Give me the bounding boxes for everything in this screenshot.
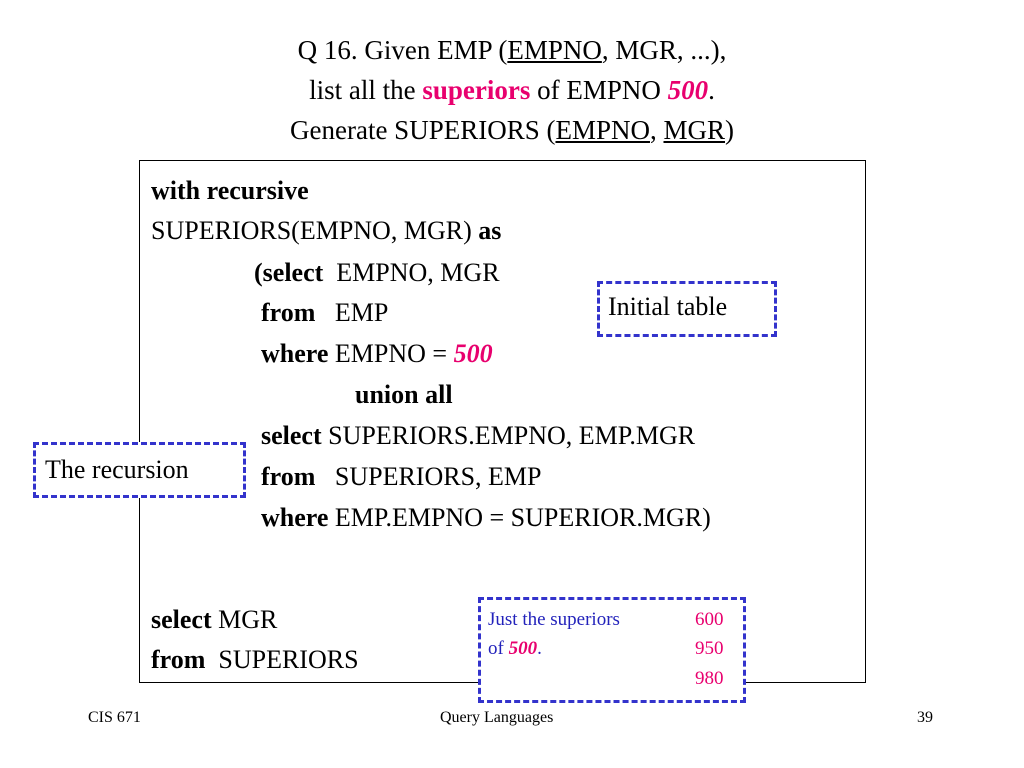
- title-text: ,: [649, 115, 664, 145]
- result-text: .: [537, 638, 542, 659]
- code-text: SUPERIORS(EMPNO, MGR): [151, 216, 479, 245]
- keyword: from: [261, 298, 316, 327]
- keyword: select: [151, 605, 212, 634]
- code-text: EMPNO, MGR: [323, 258, 500, 287]
- keyword: select: [261, 421, 322, 450]
- title-text: list all the: [309, 75, 423, 105]
- initial-table-callout: [597, 281, 777, 337]
- title-text: ): [725, 115, 734, 145]
- result-value: 950: [695, 638, 724, 659]
- code-line-2: SUPERIORS(EMPNO, MGR) as: [151, 216, 501, 246]
- code-text: EMPNO =: [328, 339, 454, 368]
- footer-topic: Query Languages: [440, 709, 554, 726]
- code-line-8: from SUPERIORS, EMP: [261, 462, 542, 492]
- keyword: where: [261, 503, 329, 532]
- result-description-line-2: of 500.: [488, 636, 542, 662]
- keyword: (: [254, 258, 263, 287]
- title-highlight-superiors: superiors: [422, 75, 531, 105]
- title-key-empno: EMPNO: [507, 35, 602, 65]
- result-text: of: [488, 638, 509, 659]
- code-text: SUPERIORS.EMPNO, EMP.MGR: [321, 421, 696, 450]
- code-line-5: where EMPNO = 500: [261, 339, 493, 369]
- code-line-9: where EMP.EMPNO = SUPERIOR.MGR): [261, 503, 711, 533]
- title-text: Generate SUPERIORS (: [290, 115, 556, 145]
- code-line-1: with recursive: [151, 176, 309, 206]
- code-value-500: 500: [453, 339, 493, 368]
- result-value-500: 500: [508, 638, 538, 659]
- code-text: MGR: [211, 605, 278, 634]
- title-text: .: [708, 75, 715, 105]
- footer-page-number: 39: [917, 709, 933, 726]
- result-callout: [478, 597, 746, 703]
- keyword: select: [262, 258, 324, 287]
- title-key-empno: EMPNO: [555, 115, 650, 145]
- code-line-7: select SUPERIORS.EMPNO, EMP.MGR: [261, 421, 695, 451]
- slide-title: Q 16. Given EMP (EMPNO, MGR, ...), list …: [0, 30, 1024, 150]
- code-text: SUPERIORS, EMP: [315, 462, 542, 491]
- code-line-10: select MGR: [151, 605, 277, 635]
- result-description-line-1: Just the superiors: [488, 609, 620, 630]
- title-text: , MGR, ...),: [601, 35, 727, 65]
- code-line-4: from EMP: [261, 298, 388, 328]
- code-text: EMP: [315, 298, 389, 327]
- initial-table-label: Initial table: [608, 292, 728, 321]
- code-text: SUPERIORS: [205, 645, 359, 674]
- code-line-3: (select EMPNO, MGR: [254, 258, 500, 288]
- code-line-6: union all: [355, 380, 453, 410]
- keyword: from: [151, 645, 206, 674]
- footer-course: CIS 671: [88, 709, 141, 726]
- keyword: union all: [355, 380, 453, 409]
- keyword: with recursive: [151, 176, 309, 205]
- result-value: 980: [695, 668, 724, 689]
- keyword: where: [261, 339, 329, 368]
- title-highlight-500: 500: [667, 75, 709, 105]
- title-line-1: Q 16. Given EMP (EMPNO, MGR, ...),: [0, 30, 1024, 70]
- title-line-2: list all the superiors of EMPNO 500.: [0, 70, 1024, 110]
- title-line-3: Generate SUPERIORS (EMPNO, MGR): [0, 110, 1024, 150]
- title-text: Q 16. Given EMP (: [297, 35, 508, 65]
- keyword: as: [478, 216, 502, 245]
- keyword: from: [261, 462, 316, 491]
- title-key-mgr: MGR: [663, 115, 725, 145]
- recursion-label: The recursion: [45, 455, 189, 484]
- result-value: 600: [695, 609, 724, 630]
- code-text: EMP.EMPNO = SUPERIOR.MGR): [328, 503, 711, 532]
- code-line-11: from SUPERIORS: [151, 645, 359, 675]
- title-text: of EMPNO: [530, 75, 668, 105]
- recursion-callout: [33, 442, 246, 498]
